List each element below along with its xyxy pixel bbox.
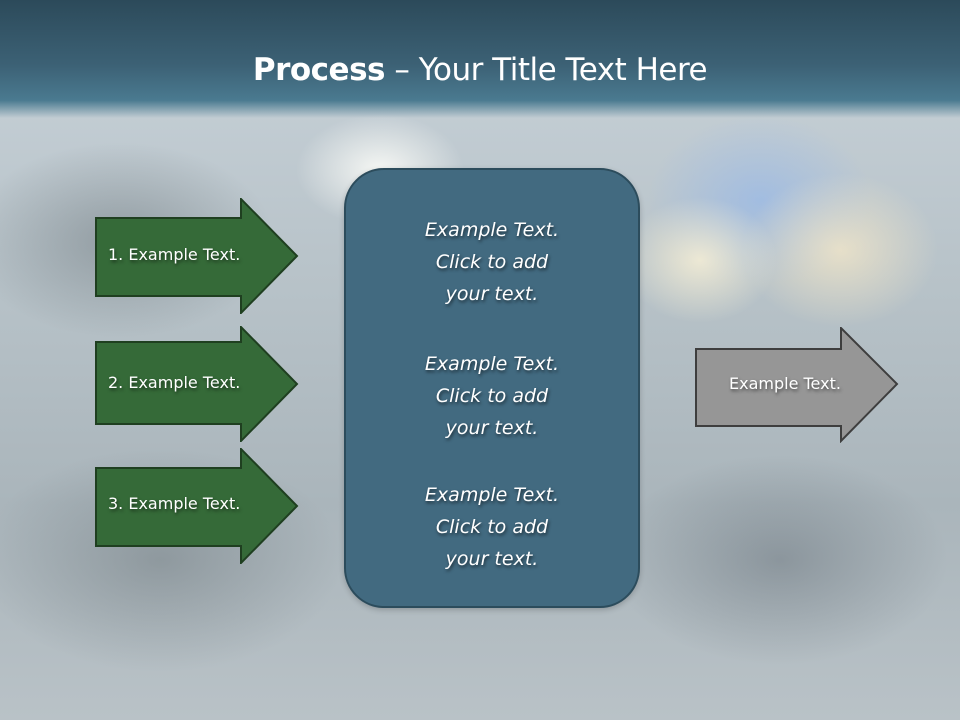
right-arrow-icon bbox=[95, 448, 299, 564]
step-arrow-label: 1. Example Text. bbox=[108, 245, 241, 264]
right-arrow-icon bbox=[95, 198, 299, 314]
slide-title[interactable]: Process – Your Title Text Here bbox=[0, 52, 960, 88]
text-line: your text. bbox=[445, 548, 539, 570]
text-line: Click to add bbox=[435, 251, 549, 273]
title-bar bbox=[0, 0, 960, 118]
text-line: Example Text. bbox=[424, 484, 560, 506]
step-arrow-3[interactable]: 3. Example Text. bbox=[95, 448, 299, 564]
text-block-1: Example Text. Click to add your text. bbox=[346, 214, 638, 310]
title-bold: Process bbox=[252, 52, 386, 88]
output-arrow-label: Example Text. bbox=[729, 374, 841, 393]
step-arrow-label: 3. Example Text. bbox=[108, 494, 241, 513]
text-block-2: Example Text. Click to add your text. bbox=[346, 348, 638, 444]
right-arrow-icon bbox=[695, 327, 899, 443]
output-arrow[interactable]: Example Text. bbox=[695, 327, 899, 443]
step-arrow-label: 2. Example Text. bbox=[108, 373, 241, 392]
text-line: your text. bbox=[445, 417, 539, 439]
step-arrow-2[interactable]: 2. Example Text. bbox=[95, 326, 299, 442]
text-line: Click to add bbox=[435, 385, 549, 407]
step-arrow-1[interactable]: 1. Example Text. bbox=[95, 198, 299, 314]
text-line: Example Text. bbox=[424, 219, 560, 241]
text-block-3: Example Text. Click to add your text. bbox=[346, 479, 638, 575]
text-line: Example Text. bbox=[424, 353, 560, 375]
center-text-box[interactable]: Example Text. Click to add your text. Ex… bbox=[344, 168, 640, 608]
right-arrow-icon bbox=[95, 326, 299, 442]
text-line: your text. bbox=[445, 283, 539, 305]
title-rest: – Your Title Text Here bbox=[385, 52, 708, 88]
text-line: Click to add bbox=[435, 516, 549, 538]
